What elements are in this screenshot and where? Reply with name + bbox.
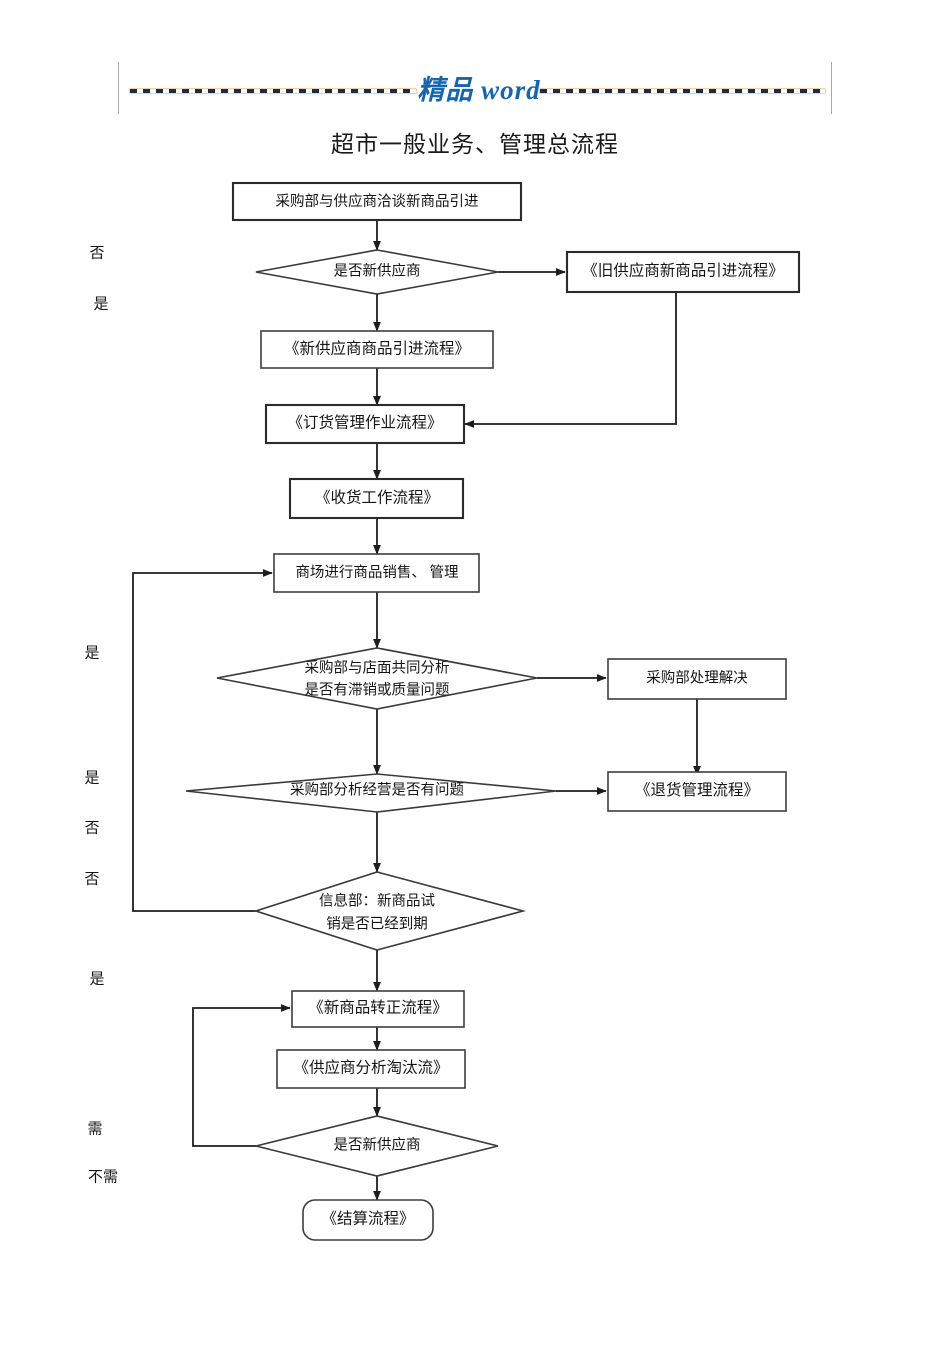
edge-n2-n4 [464,292,677,428]
watermark-text: 精品 word [417,75,541,105]
branch-label-need: 需 [87,1120,102,1137]
branch-label-not-need: 不需 [88,1168,118,1185]
branch-label-group: 否 是 是 是 否 否 是 需 不需 [84,245,118,1185]
node-is-new-supplier-1[interactable]: 是否新供应商 [255,249,499,295]
node-label: 《退货管理流程》 [635,781,759,799]
node-receiving-work-process[interactable]: 《收货工作流程》 [288,477,465,520]
node-is-new-supplier-2[interactable]: 是否新供应商 [255,1115,499,1177]
node-old-supplier-intro-process[interactable]: 《旧供应商新商品引进流程》 [565,250,801,294]
node-label: 是否新供应商 [334,1135,421,1153]
header-watermark-band: 精品 word [0,62,950,120]
branch-label-no-1: 否 [89,245,104,261]
node-new-product-regularization-process[interactable]: 《新商品转正流程》 [291,990,465,1028]
branch-label-yes-4: 是 [89,971,104,987]
branch-label-no-2: 否 [84,820,99,836]
connector-group [132,220,701,1201]
page-title: 超市一般业务、管理总流程 [331,132,619,157]
node-procurement-negotiate[interactable]: 采购部与供应商洽谈新商品引进 [231,181,523,222]
branch-label-no-3: 否 [84,871,99,887]
node-label: 商场进行商品销售、 管理 [295,564,459,581]
node-store-sales-management[interactable]: 商场进行商品销售、 管理 [273,553,480,593]
node-ordering-management-process[interactable]: 《订货管理作业流程》 [264,403,466,445]
node-label: 采购部与供应商洽谈新商品引进 [276,192,479,210]
branch-label-yes-2: 是 [84,645,99,661]
node-label-line2: 销是否已经到期 [326,915,428,932]
node-label: 《收货工作流程》 [315,489,439,507]
node-label-line1: 采购部与店面共同分析 [305,659,450,676]
header-left-rule [118,62,119,114]
edge-d4-n6-feedback [132,569,273,912]
node-label-line1: 信息部：新商品试 [319,892,435,909]
edge-d5-n9-feedback [192,1004,291,1147]
node-label: 采购部处理解决 [646,669,748,686]
node-label: 是否新供应商 [334,261,421,279]
node-analyze-slow-or-quality[interactable]: 采购部与店面共同分析 是否有滞销或质量问题 [216,647,538,710]
header-right-rule [831,62,832,114]
node-settlement-process[interactable]: 《结算流程》 [302,1199,434,1241]
header-dotted-line-left [130,89,416,93]
node-trial-sale-expired[interactable]: 信息部：新商品试 销是否已经到期 [253,871,527,951]
branch-label-yes-1: 是 [93,296,108,312]
node-supplier-elimination-process[interactable]: 《供应商分析淘汰流》 [276,1049,466,1089]
node-label: 采购部分析经营是否有问题 [290,781,464,798]
node-label-line2: 是否有滞销或质量问题 [305,681,450,698]
node-label: 《订货管理作业流程》 [287,414,442,432]
node-return-management-process[interactable]: 《退货管理流程》 [607,771,787,812]
node-new-supplier-intro-process[interactable]: 《新供应商商品引进流程》 [260,330,494,369]
node-label: 《旧供应商新商品引进流程》 [582,261,784,280]
header-dotted-line-right [540,89,825,93]
branch-label-yes-3: 是 [84,770,99,786]
node-analyze-operation-issue[interactable]: 采购部分析经营是否有问题 [185,773,557,813]
node-label: 《供应商分析淘汰流》 [293,1058,448,1077]
node-label: 《新商品转正流程》 [308,999,448,1017]
node-procurement-resolve[interactable]: 采购部处理解决 [607,658,787,700]
node-label: 《结算流程》 [321,1209,414,1228]
node-label: 《新供应商商品引进流程》 [284,339,470,358]
